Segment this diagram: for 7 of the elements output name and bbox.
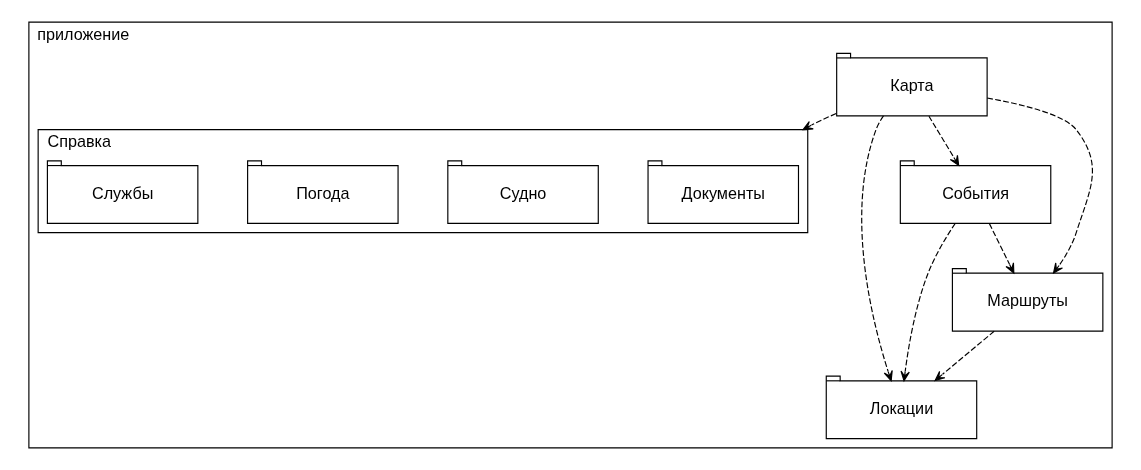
arrow xyxy=(986,97,1093,274)
arrow xyxy=(802,112,837,131)
arrow xyxy=(900,222,956,382)
arrow xyxy=(928,115,960,166)
arrow xyxy=(934,330,995,382)
arrow xyxy=(988,223,1015,274)
arrow xyxy=(861,115,893,382)
